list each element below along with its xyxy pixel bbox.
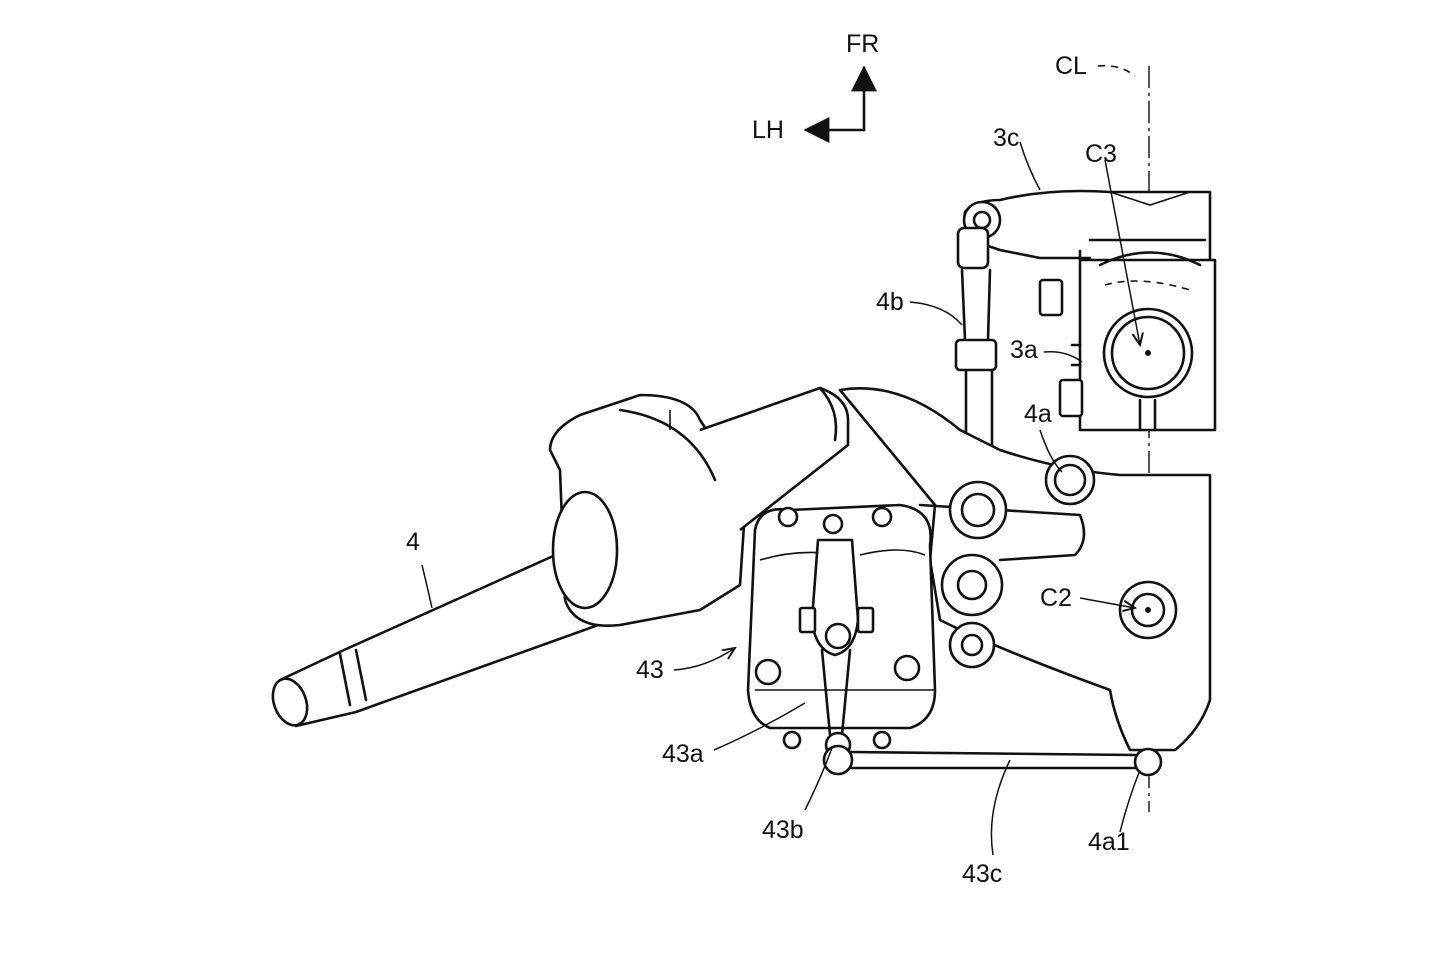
actuator-assembly	[746, 503, 937, 750]
label-c3: C3	[1085, 140, 1117, 168]
lower-body	[838, 387, 1212, 777]
label-3a: 3a	[1010, 336, 1038, 364]
label-3c: 3c	[993, 124, 1020, 152]
link-rod	[822, 731, 1137, 776]
fr-label: FR	[846, 30, 880, 58]
label-4: 4	[406, 528, 420, 556]
label-c2: C2	[1040, 584, 1072, 612]
cl-label: CL	[1055, 52, 1087, 80]
label-4b: 4b	[876, 288, 904, 316]
label-43c: 43c	[962, 860, 1003, 888]
tie-rod	[954, 200, 1002, 492]
orientation-indicator	[803, 65, 877, 143]
label-43: 43	[636, 656, 664, 684]
label-43a: 43a	[662, 740, 704, 768]
steering-shaft	[271, 386, 850, 728]
label-43b: 43b	[762, 816, 804, 844]
leader-lines	[421, 141, 1140, 856]
label-4a1: 4a1	[1088, 828, 1130, 856]
upper-bracket	[963, 189, 1217, 432]
label-4a: 4a	[1024, 400, 1052, 428]
lh-label: LH	[752, 116, 784, 144]
cl-leader	[1097, 64, 1136, 77]
